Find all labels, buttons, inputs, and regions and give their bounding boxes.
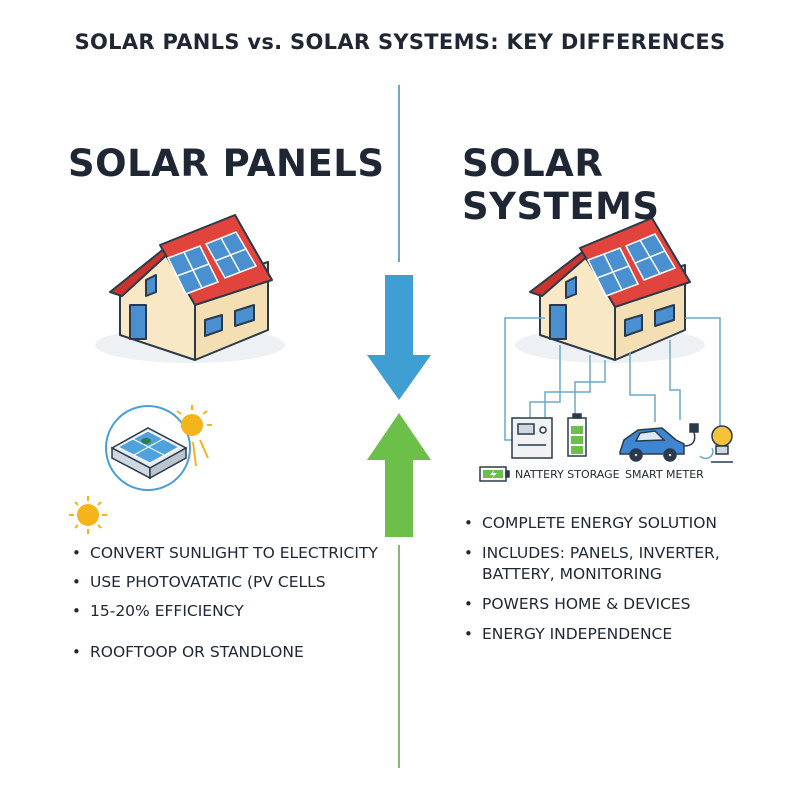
right-heading: SOLAR SYSTEMS (462, 142, 660, 228)
list-item: POWERS HOME & DEVICES (462, 594, 762, 615)
left-bullet-list: CONVERT SUNLIGHT TO ELECTRICITY USE PHOT… (70, 543, 380, 671)
page-title: SOLAR PANLS vs. SOLAR SYSTEMS: KEY DIFFE… (74, 30, 726, 54)
car-icon (619, 423, 699, 462)
list-item: COMPLETE ENERGY SOLUTION (462, 513, 762, 534)
list-item: CONVERT SUNLIGHT TO ELECTRICITY (70, 543, 380, 564)
sun-icon (176, 405, 212, 467)
arrow-down-icon (367, 275, 431, 400)
list-item: ROOFTOOP OR STANDLONE (70, 642, 380, 663)
battery-icon (479, 466, 510, 482)
list-item: USE PHOTOVATATIC (PV CELLS (70, 572, 380, 593)
battery-storage-caption: ΝATTERY STORAGE (515, 468, 620, 481)
list-item: 15-20% EFFICIENCY (70, 601, 380, 622)
inverter-icon (511, 417, 553, 459)
right-bullet-list: COMPLETE ENERGY SOLUTION INCLUDES: PANEL… (462, 513, 762, 654)
battery-icon (567, 413, 587, 457)
solar-panel-icon (166, 231, 258, 295)
smart-meter-caption: SMART METER (625, 468, 704, 481)
left-heading: SOLAR PANELS (68, 142, 385, 185)
list-item: ENERGY INDEPENDENCE (462, 624, 762, 645)
solar-panel-icon (105, 405, 191, 491)
solar-panel-icon (586, 233, 677, 297)
lightbulb-icon (699, 425, 733, 463)
sun-icon (69, 496, 107, 534)
arrow-up-icon (367, 413, 431, 537)
list-item: INCLUDES: PANELS, INVERTER, BATTERY, MON… (462, 543, 762, 585)
wiring (504, 317, 721, 441)
